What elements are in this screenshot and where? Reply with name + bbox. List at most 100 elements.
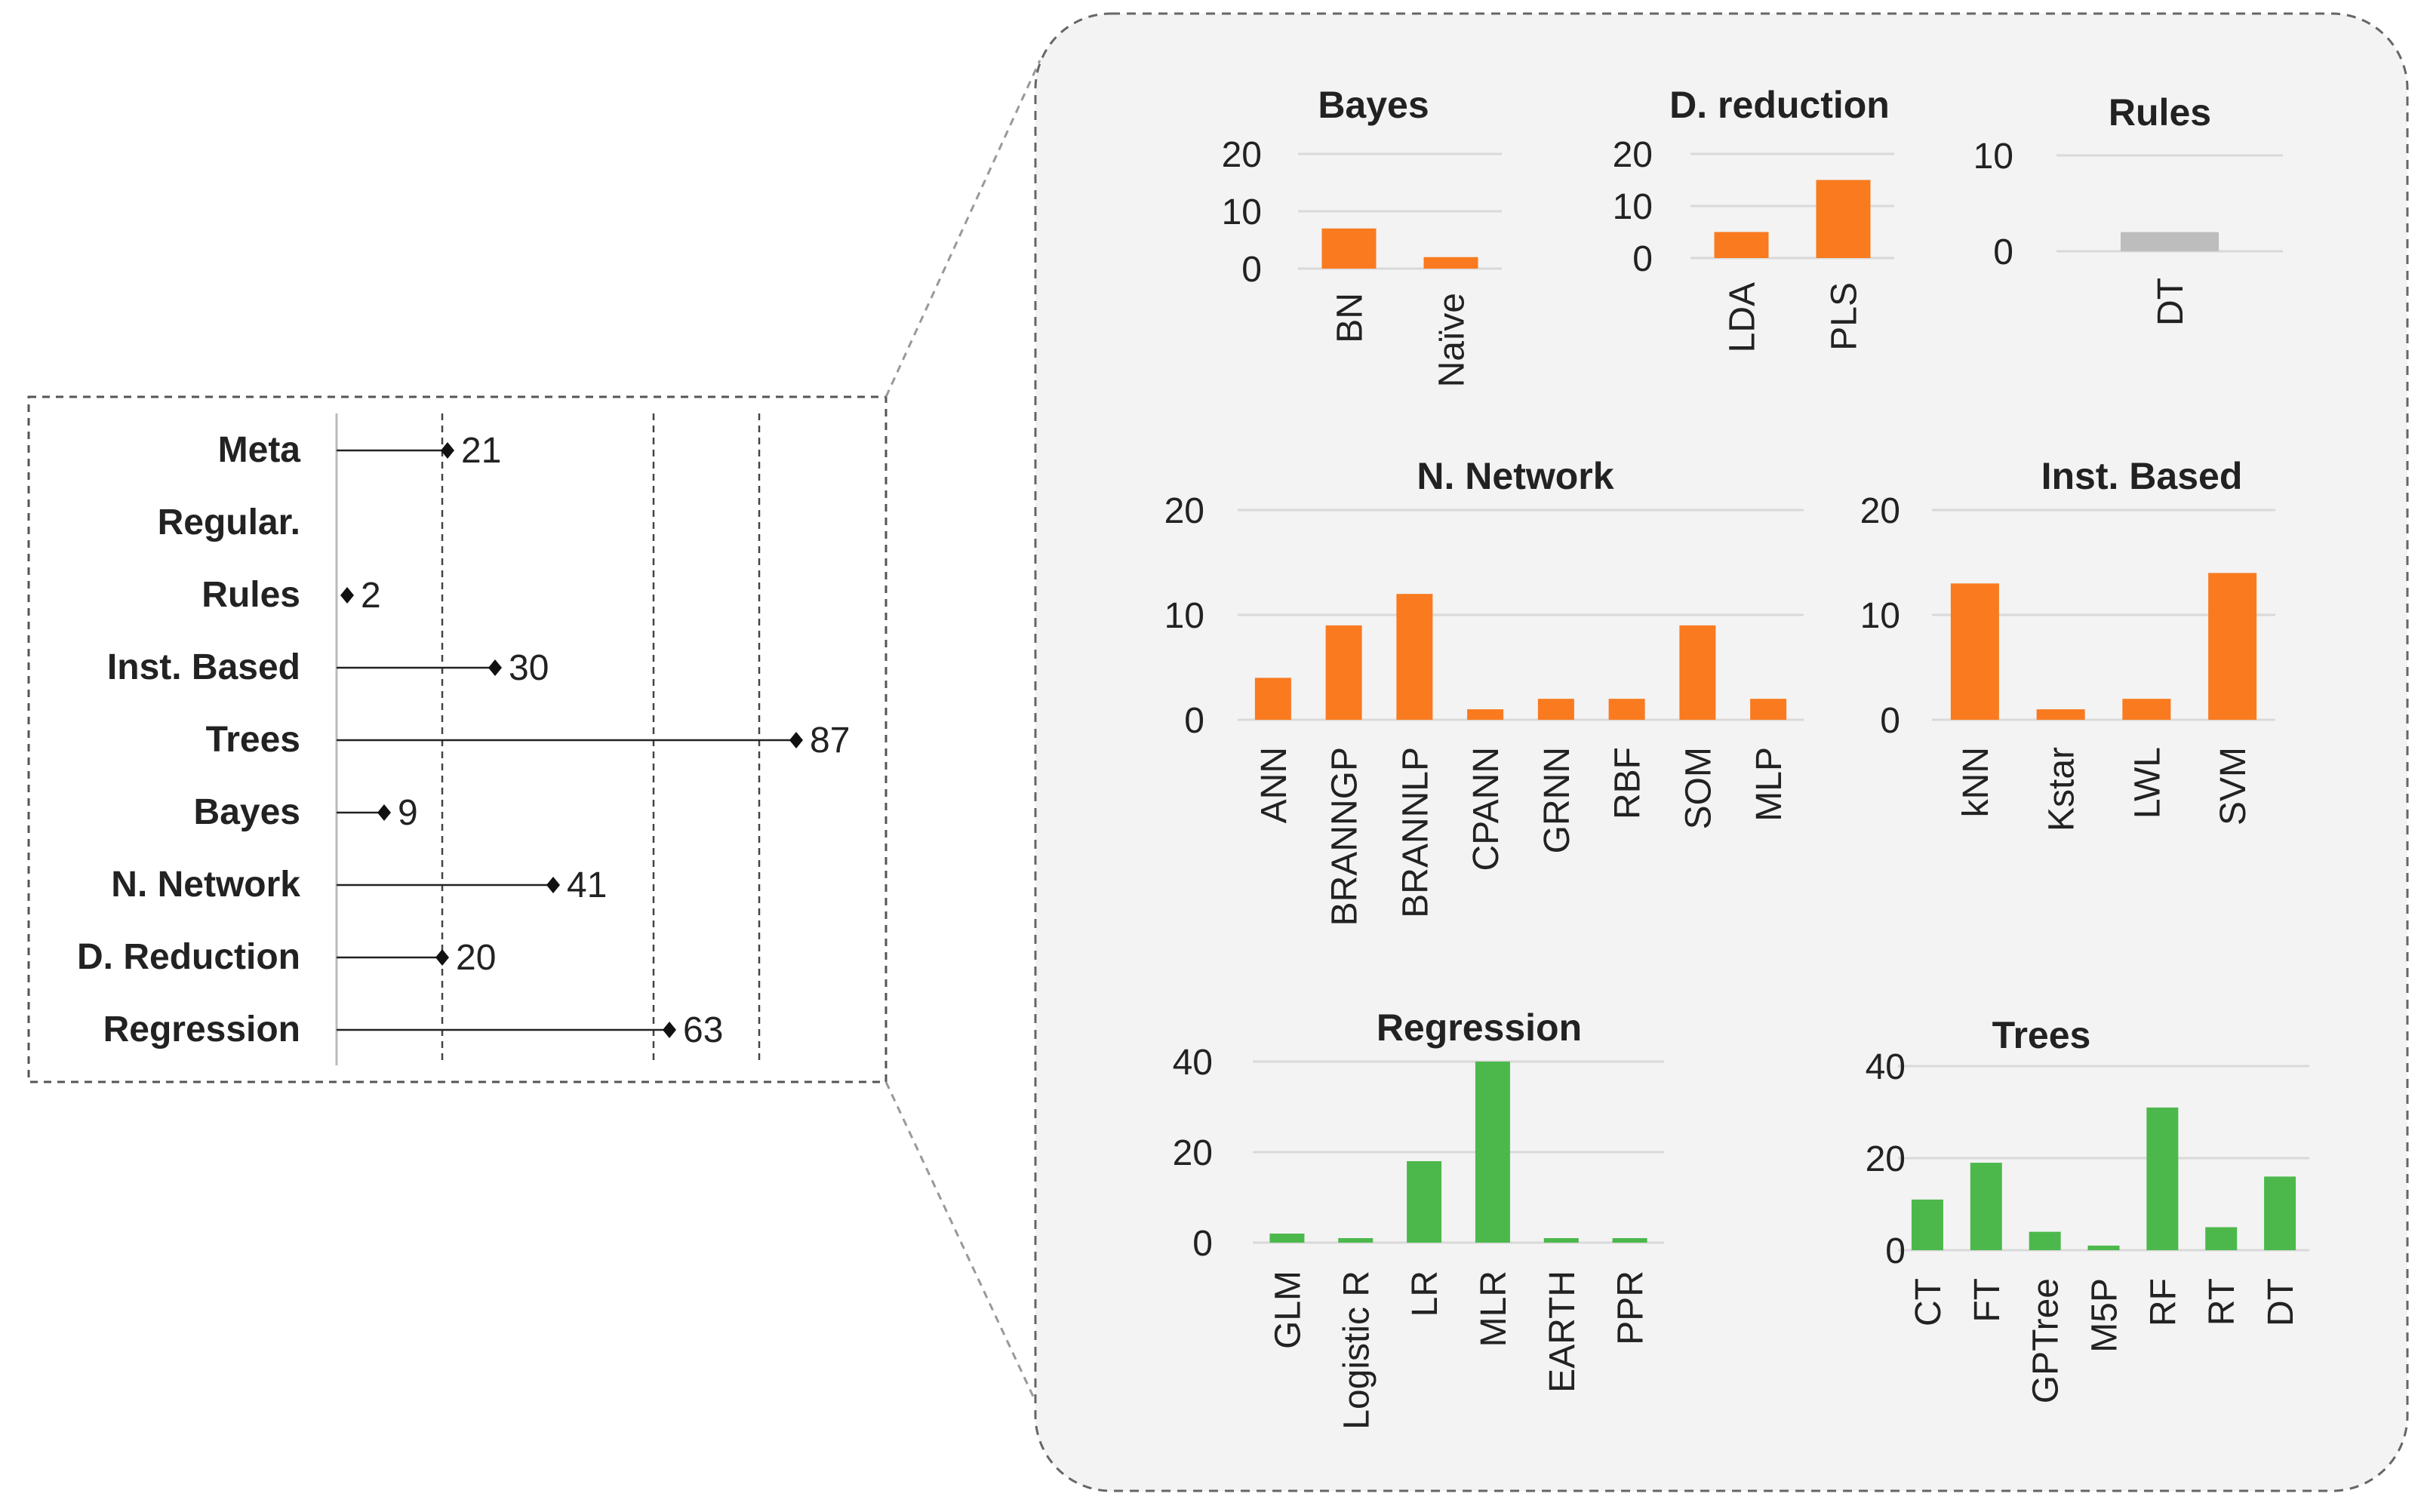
bar-nnetwork-cpann — [1467, 709, 1504, 720]
x-label-nnetwork-mlp: MLP — [1749, 747, 1789, 822]
chart-title-regression: Regression — [1377, 1006, 1582, 1049]
summary-category-rules: Rules — [201, 575, 300, 615]
y-tick-instbased-10: 10 — [1860, 596, 1900, 636]
x-label-nnetwork-rbf: RBF — [1608, 747, 1648, 819]
bar-trees-m5p — [2087, 1245, 2120, 1250]
bar-instbased-lwl — [2122, 699, 2171, 720]
zoom-line-bottom — [884, 1081, 1041, 1412]
y-tick-regression-0: 0 — [1192, 1224, 1213, 1264]
x-label-instbased-knn: kNN — [1956, 747, 1996, 817]
chart-title-bayes: Bayes — [1318, 84, 1429, 126]
summary-marker-rules — [340, 587, 354, 604]
x-label-regression-logistic-r: Logistic R — [1337, 1271, 1377, 1430]
y-tick-rules-10: 10 — [1973, 137, 2013, 177]
bar-bayes-bn — [1321, 228, 1377, 269]
x-label-trees-ct: CT — [1909, 1278, 1949, 1326]
bar-trees-dt — [2264, 1176, 2296, 1250]
bar-regression-logistic-r — [1338, 1238, 1374, 1243]
x-label-dreduction-pls: PLS — [1825, 282, 1865, 351]
bar-regression-ppr — [1612, 1238, 1647, 1243]
x-label-trees-rt: RT — [2202, 1278, 2242, 1326]
y-tick-instbased-20: 20 — [1860, 491, 1900, 531]
bar-trees-rf — [2146, 1107, 2179, 1250]
bar-regression-earth — [1543, 1238, 1579, 1243]
x-label-regression-ppr: PPR — [1611, 1271, 1651, 1345]
bar-nnetwork-rbf — [1608, 699, 1645, 720]
bar-instbased-kstar — [2036, 709, 2085, 720]
summary-value-rules: 2 — [361, 576, 381, 616]
x-label-nnetwork-branngp: BRANNGP — [1325, 747, 1365, 926]
bar-nnetwork-grnn — [1537, 699, 1574, 720]
summary-marker-inst-based — [488, 659, 502, 676]
x-label-instbased-kstar: Kstar — [2042, 747, 2082, 831]
y-tick-bayes-20: 20 — [1222, 135, 1262, 175]
x-label-trees-rf: RF — [2143, 1278, 2183, 1326]
x-label-regression-mlr: MLR — [1474, 1271, 1514, 1347]
bar-trees-ct — [1911, 1199, 1943, 1250]
y-tick-trees-0: 0 — [1885, 1231, 1906, 1271]
summary-category-regular: Regular. — [158, 502, 300, 542]
zoom-line-top — [884, 60, 1041, 398]
summary-value-d-reduction: 20 — [456, 938, 496, 978]
x-label-trees-m5p: M5P — [2085, 1278, 2125, 1353]
x-label-nnetwork-som: SOM — [1678, 747, 1718, 829]
chart-title-trees: Trees — [1992, 1014, 2091, 1056]
bar-instbased-knn — [1950, 583, 1999, 720]
summary-category-d-reduction: D. Reduction — [77, 937, 300, 977]
x-label-instbased-svm: SVM — [2213, 747, 2253, 825]
summary-marker-d-reduction — [435, 949, 449, 966]
x-label-trees-gptree: GPTree — [2026, 1278, 2066, 1403]
summary-marker-n-network — [546, 877, 560, 893]
x-label-trees-ft: FT — [1967, 1278, 2007, 1323]
bar-bayes-na-ve — [1423, 257, 1478, 269]
x-label-bayes-bn: BN — [1330, 293, 1370, 343]
x-label-regression-earth: EARTH — [1543, 1271, 1583, 1393]
bar-trees-rt — [2205, 1227, 2238, 1250]
x-label-nnetwork-cpann: CPANN — [1466, 747, 1506, 871]
bar-trees-ft — [1970, 1163, 2002, 1250]
x-label-dreduction-lda: LDA — [1723, 282, 1763, 352]
x-label-instbased-lwl: LWL — [2127, 747, 2167, 819]
summary-category-inst-based: Inst. Based — [107, 647, 300, 687]
x-label-regression-glm: GLM — [1268, 1271, 1308, 1349]
y-tick-nnetwork-10: 10 — [1164, 596, 1204, 636]
summary-value-meta: 21 — [461, 431, 501, 471]
summary-category-meta: Meta — [218, 430, 301, 470]
summary-value-trees: 87 — [810, 721, 850, 761]
y-tick-dreduction-10: 10 — [1613, 187, 1653, 227]
y-tick-rules-0: 0 — [1993, 232, 2013, 272]
bar-regression-mlr — [1475, 1062, 1510, 1243]
y-tick-bayes-0: 0 — [1241, 250, 1262, 290]
bar-rules-dt — [2121, 232, 2219, 251]
x-label-regression-lr: LR — [1405, 1271, 1445, 1317]
bar-nnetwork-brannlp — [1396, 594, 1433, 720]
bar-nnetwork-branngp — [1325, 625, 1362, 720]
bar-nnetwork-ann — [1254, 678, 1291, 720]
summary-frame — [27, 395, 887, 1083]
y-tick-dreduction-0: 0 — [1632, 239, 1653, 279]
bar-regression-glm — [1269, 1234, 1305, 1243]
bar-instbased-svm — [2208, 573, 2257, 720]
y-tick-nnetwork-20: 20 — [1164, 491, 1204, 531]
x-label-rules-dt: DT — [2151, 278, 2191, 326]
summary-marker-trees — [789, 732, 803, 748]
y-tick-dreduction-20: 20 — [1613, 135, 1653, 175]
bar-dreduction-lda — [1714, 232, 1769, 258]
summary-value-inst-based: 30 — [509, 648, 549, 688]
summary-marker-bayes — [377, 804, 391, 821]
chart-title-instbased: Inst. Based — [2041, 455, 2243, 497]
summary-category-bayes: Bayes — [194, 792, 300, 832]
summary-category-n-network: N. Network — [111, 865, 300, 905]
bar-nnetwork-som — [1679, 625, 1716, 720]
bar-dreduction-pls — [1816, 180, 1871, 258]
